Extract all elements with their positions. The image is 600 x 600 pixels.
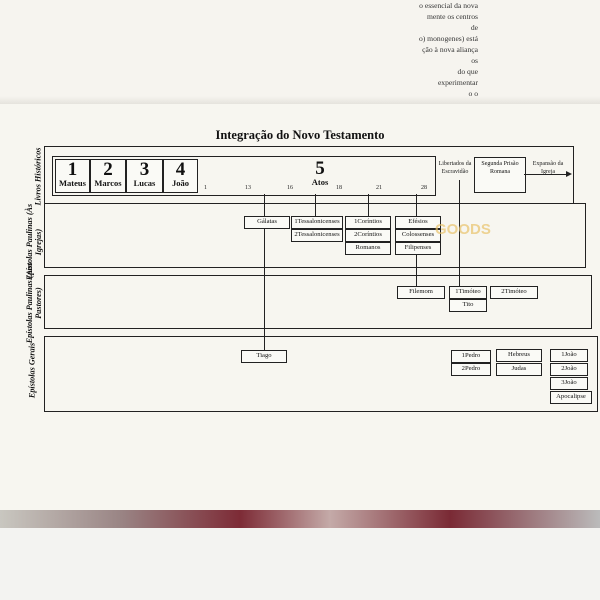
acts-label: 5 Atos [290,159,350,187]
book-name: Apocalipse [556,393,586,400]
chapter-tick: 18 [336,185,342,191]
connector-line [315,194,316,217]
section-frame-paulinas-pastores [44,275,592,329]
book-galatas: Gálatas [244,216,290,229]
gospel-mateus: 1 Mateus [55,159,90,193]
book-tiago: Tiago [241,350,287,363]
table-surface [0,528,600,600]
book-name: Filipenses [404,244,432,251]
previous-page-line: o o [468,89,479,98]
book-name: 2João [561,365,577,372]
previous-page-line: o) monogenes) está [418,34,478,43]
acts-number: 5 [315,158,325,179]
book-name: 2Timóteo [501,288,527,295]
gospel-number: 1 [67,159,78,180]
book-name: Tiago [256,352,272,359]
previous-page-line: ção à nova aliança os [422,45,478,65]
book-3joao: 3João [550,377,588,390]
note-libertados: Libertados da Escravidão [438,161,472,175]
arrow-right-icon [566,171,572,177]
note-segunda-prisao-text: Segunda Prisão Romana [481,161,519,175]
chapter-tick: 1 [204,185,207,191]
gospel-number: 4 [175,159,186,180]
section-frame-gerais [44,336,598,412]
book-name: Romanos [355,244,381,251]
book-2tessalonicenses: 2Tessalonicenses [291,229,343,242]
book-filemom: Filemom [397,286,445,299]
book-tito: Tito [449,299,487,312]
book-name: Gálatas [257,218,277,225]
timeline-arrow-line [524,174,570,175]
gospel-name: Mateus [59,178,86,188]
connector-line [459,180,460,286]
connector-line [368,194,369,217]
historical-books-row [52,156,436,196]
book-name: Colossenses [401,231,435,238]
gospel-name: Lucas [133,178,156,188]
book-name: 3João [561,379,577,386]
book-romanos: Romanos [345,242,391,255]
gospel-number: 2 [103,159,113,180]
book-2timoteo: 2Timóteo [490,286,538,299]
book-efesios: Efésios [395,216,441,229]
chapter-tick: 16 [287,185,293,191]
previous-page-line: do que experimentar [437,67,478,87]
book-2corintios: 2Coríntios [345,229,391,242]
connector-line [264,194,265,350]
gospel-lucas: 3 Lucas [126,159,163,193]
section-label-gerais: Epístolas Gerais [27,342,37,399]
book-cover-edge [0,510,600,530]
book-name: 1Coríntios [354,218,382,225]
previous-page [0,0,600,110]
book-name: 2Pedro [461,365,481,372]
chapter-tick: 21 [376,185,382,191]
book-name: Filemom [409,288,433,295]
previous-page-line: mente os centros de [426,12,478,32]
chapter-tick: 28 [421,185,427,191]
acts-name: Atos [311,177,329,187]
book-1tessalonicenses: 1Tessalonicenses [291,216,343,229]
gospel-name: Marcos [94,178,122,188]
book-apocalipse: Apocalipse [550,391,592,404]
book-1joao: 1João [550,349,588,362]
previous-page-text: o essencial da nova mente os centros de … [418,0,478,99]
book-name: Hebreus [508,351,530,358]
book-hebreus: Hebreus [496,349,542,362]
previous-page-line: o essencial da nova [419,1,478,10]
book-name: 1João [561,351,577,358]
book-name: Tito [462,301,474,308]
book-name: Efésios [408,218,428,225]
book-name: 1Timóteo [455,288,481,295]
watermark-logo: GOODS [435,221,491,238]
gospel-joao: 4 João [163,159,198,193]
page-title: Integração do Novo Testamento [215,128,385,142]
book-name: Judas [511,365,527,372]
note-expansao: Expansão da Igreja [532,161,564,175]
note-segunda-prisao: Segunda Prisão Romana [474,157,526,193]
section-label-historicos: Livros Históricos [33,147,43,206]
book-name: 1Pedro [461,352,481,359]
book-1timoteo: 1Timóteo [449,286,487,299]
book-2pedro: 2Pedro [451,363,491,376]
gospel-marcos: 2 Marcos [90,159,126,193]
section-label-paulinas-pastores: Epístolas Paulinas (Aos Pastores) [25,262,43,344]
book-name: 2Coríntios [354,231,382,238]
book-2joao: 2João [550,363,588,376]
gospel-number: 3 [139,159,150,180]
book-1pedro: 1Pedro [451,350,491,363]
gospel-name: João [172,178,189,188]
book-name: 2Tessalonicenses [294,231,340,238]
book-judas: Judas [496,363,542,376]
book-name: 1Tessalonicenses [294,218,340,225]
book-1corintios: 1Coríntios [345,216,391,229]
book-filipenses: Filipenses [395,242,441,255]
book-colossenses: Colossenses [395,229,441,242]
chapter-tick: 13 [245,185,251,191]
